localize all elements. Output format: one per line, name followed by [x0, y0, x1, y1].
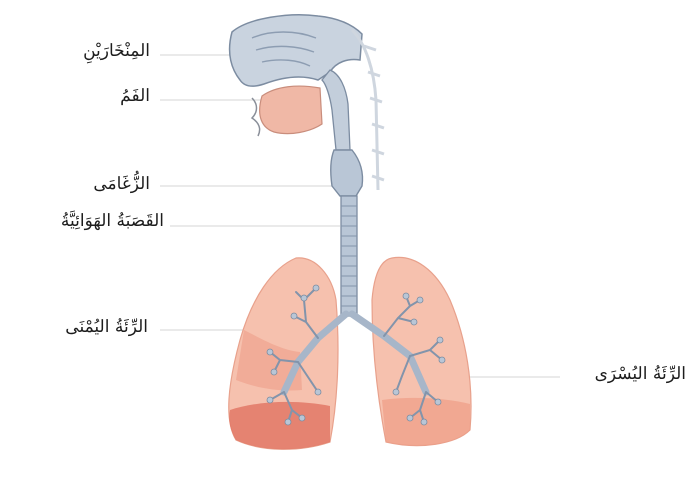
trachea — [341, 196, 357, 316]
mouth-cavity — [260, 86, 322, 134]
head-section — [230, 15, 384, 190]
lips — [252, 98, 260, 136]
label-nostrils: المِنْخَارَيْنِ — [83, 43, 150, 60]
nasal-cavity — [230, 15, 362, 86]
leader-lines — [160, 55, 560, 377]
right-lung — [229, 258, 338, 449]
label-larynx: الزُّغَامَى — [93, 176, 150, 193]
larynx — [331, 150, 363, 196]
label-right-lung: الرِّئَةُ اليُمْنَى — [65, 319, 148, 336]
label-trachea: القَصَبَةُ الهَوَائِيَّةُ — [61, 213, 164, 230]
pharynx — [322, 70, 350, 150]
label-mouth: الفَمُ — [120, 88, 150, 105]
label-left-lung: الرِّئَةُ اليُسْرَى — [595, 366, 686, 383]
